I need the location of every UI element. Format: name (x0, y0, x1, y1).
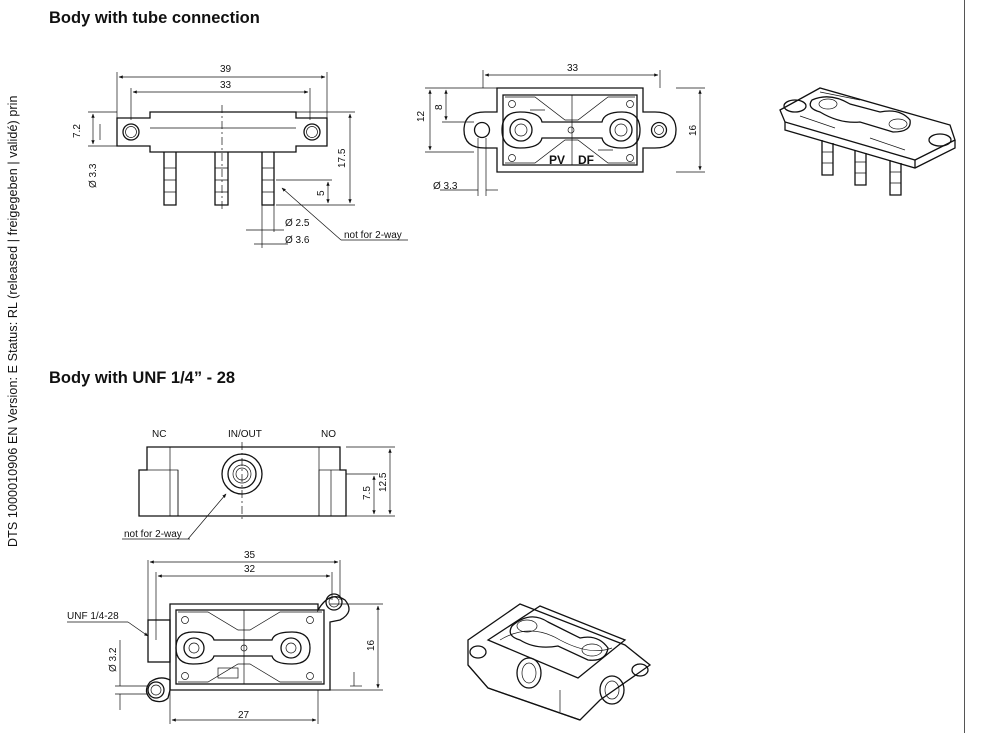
dim-top-width-33: 33 (567, 63, 579, 74)
page-border-rule (964, 0, 965, 733)
port-label-no: NO (321, 429, 336, 440)
section-title-unf: Body with UNF 1/4” - 28 (49, 369, 236, 387)
dim-unf-hole-3-2: Ø 3.2 (108, 647, 119, 672)
tube-front-view: 39 33 7.2 Ø 3.3 17.5 5 (72, 64, 408, 248)
label-unf-thread: UNF 1/4-28 (67, 611, 119, 622)
dim-unf-width-32: 32 (244, 564, 256, 575)
dim-unf-width-35: 35 (244, 550, 256, 561)
dim-outer-3-6: Ø 3.6 (285, 235, 310, 246)
dim-height-17-5: 17.5 (337, 148, 348, 168)
dim-top-height-16: 16 (688, 124, 699, 136)
label-df: DF (578, 153, 594, 167)
dim-top-height-8: 8 (434, 104, 445, 110)
dim-unf-height-16: 16 (366, 639, 377, 651)
port-label-in-out: IN/OUT (228, 429, 262, 440)
tube-isometric-view (779, 87, 956, 196)
dim-width-33: 33 (220, 80, 232, 91)
dim-inner-2-5: Ø 2.5 (285, 218, 310, 229)
dim-height-7-2: 7.2 (72, 124, 83, 138)
note-not-for-2-way-tube: not for 2-way (344, 230, 402, 241)
dim-height-5: 5 (316, 190, 327, 196)
dim-unf-width-27: 27 (238, 710, 250, 721)
unf-top-view: 35 32 UNF 1/4-28 Ø 3 (67, 550, 383, 724)
dim-unf-height-12-5: 12.5 (378, 472, 389, 492)
dim-unf-height-7-5: 7.5 (362, 486, 373, 500)
dim-top-hole-3-3: Ø 3.3 (433, 181, 458, 192)
port-label-nc: NC (152, 429, 166, 440)
tube-top-view: 33 PV DF 12 8 16 (416, 63, 705, 196)
label-pv: PV (549, 153, 565, 167)
dim-hole-3-3: Ø 3.3 (88, 163, 99, 188)
note-not-for-2-way-unf: not for 2-way (124, 529, 182, 540)
dim-top-height-12: 12 (416, 110, 427, 122)
section-title-tube: Body with tube connection (49, 9, 260, 27)
unf-side-view: NC IN/OUT NO 7.5 12.5 not for 2-way (122, 429, 395, 540)
dim-width-39: 39 (220, 64, 232, 75)
unf-isometric-view (467, 603, 652, 721)
